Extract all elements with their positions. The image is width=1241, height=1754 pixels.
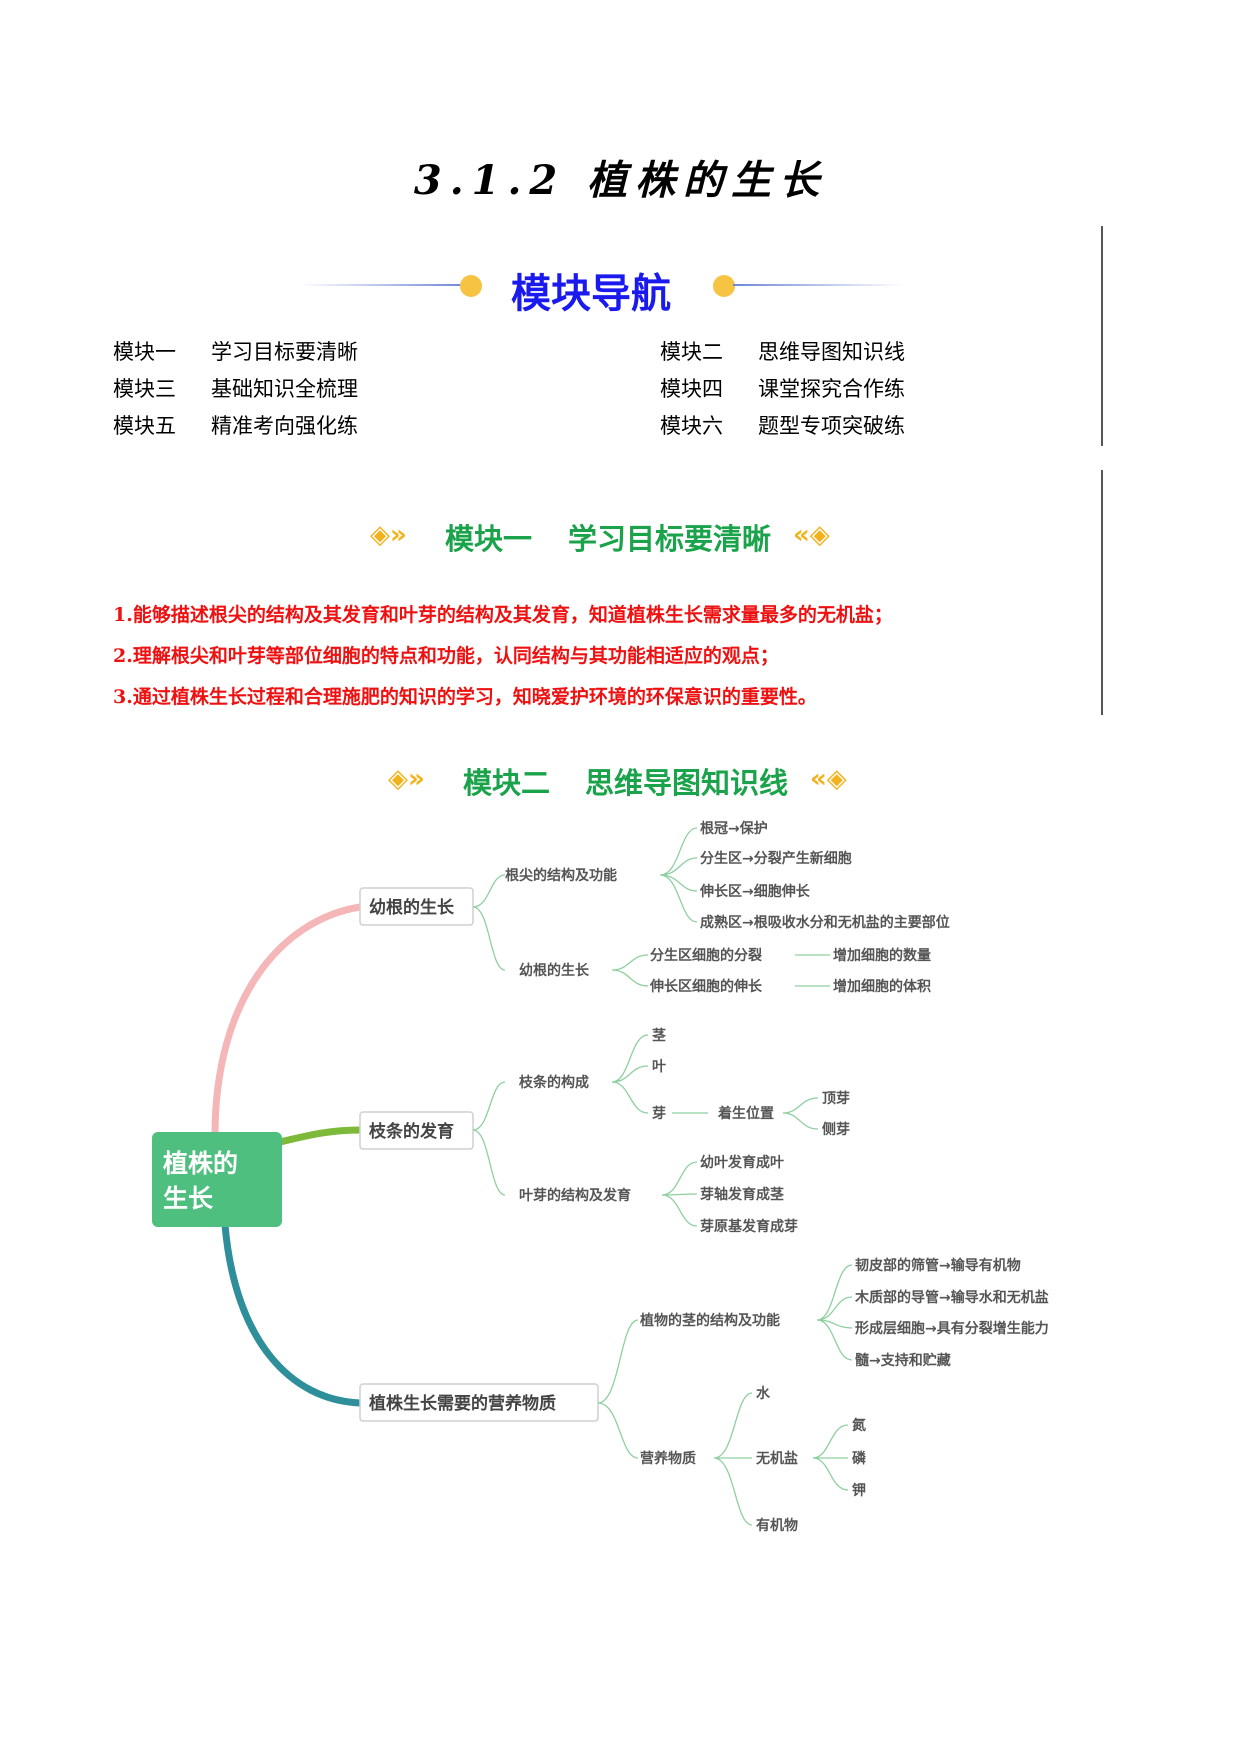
node-label: 根尖的结构及功能 [505, 867, 617, 884]
module2-number: 模块二 [463, 766, 551, 800]
node-label: 韧皮部的筛管→输导有机物 [855, 1257, 1021, 1274]
node-label: 茎 [652, 1027, 666, 1044]
module-navigation-header: 模块导航 [0, 255, 1241, 317]
node-label: 形成层细胞→具有分裂增生能力 [855, 1320, 1049, 1337]
node-label: 植物的茎的结构及功能 [639, 1312, 780, 1329]
node-label: 芽 [652, 1105, 666, 1122]
divider-line [300, 284, 465, 286]
nav-item-number: 模块四 [660, 377, 723, 401]
node-label: 芽轴发育成茎 [700, 1186, 784, 1203]
branch-connector [221, 1221, 364, 1407]
branch-connector [211, 903, 364, 1139]
node-label: 着生位置 [717, 1105, 774, 1122]
node-label: 根冠→保护 [700, 820, 768, 837]
module1-number: 模块一 [445, 522, 533, 556]
node-label: 无机盐 [755, 1450, 798, 1467]
root-node-label: 生长 [163, 1184, 214, 1213]
branch-connector [276, 1126, 364, 1146]
diamond-arrow-icon: «◈ [793, 520, 830, 550]
goal-item: 1.能够描述根尖的结构及其发育和叶芽的结构及其发育，知道植株生长需求量最多的无机… [113, 604, 893, 626]
nav-item-label: 思维导图知识线 [758, 340, 905, 364]
nav-item-module5[interactable]: 模块五 精准考向强化练 [113, 410, 358, 440]
diamond-arrow-icon: ◈» [388, 764, 425, 794]
node-label: 木质部的导管→输导水和无机盐 [854, 1289, 1049, 1306]
nav-item-label: 精准考向强化练 [211, 414, 358, 438]
nav-item-number: 模块五 [113, 414, 176, 438]
module1-header: ◈» 模块一 学习目标要清晰 «◈ [0, 514, 1241, 558]
nav-item-number: 模块六 [660, 414, 723, 438]
nav-item-number: 模块一 [113, 340, 176, 364]
node-label: 钾 [852, 1482, 866, 1499]
node-label: 侧芽 [822, 1121, 850, 1138]
goal-item: 2.理解根尖和叶芽等部位细胞的特点和功能，认同结构与其功能相适应的观点； [113, 645, 779, 667]
node-label: 氮 [851, 1417, 866, 1434]
branch-label: 枝条的发育 [369, 1121, 454, 1142]
nav-item-number: 模块三 [113, 377, 176, 401]
node-label: 水 [756, 1385, 771, 1402]
node-label: 有机物 [756, 1517, 798, 1534]
node-label: 磷 [852, 1450, 867, 1467]
node-label: 顶芽 [822, 1090, 850, 1107]
node-label: 增加细胞的体积 [833, 978, 931, 995]
navigation-heading: 模块导航 [511, 271, 671, 317]
node-label: 伸长区细胞的伸长 [649, 978, 763, 995]
nav-item-module1[interactable]: 模块一 学习目标要清晰 [113, 336, 358, 366]
margin-bar [1101, 226, 1103, 446]
branch-label: 植株生长需要的营养物质 [369, 1393, 556, 1414]
document-title: 3.1.2 植株的生长 [413, 157, 828, 204]
nav-item-label: 基础知识全梳理 [211, 377, 358, 401]
node-label: 髓→支持和贮藏 [855, 1352, 951, 1369]
node-label: 枝条的构成 [518, 1074, 589, 1091]
node-label: 营养物质 [640, 1450, 696, 1467]
node-label: 分生区→分裂产生新细胞 [700, 850, 852, 867]
dot-icon [713, 275, 735, 297]
diamond-arrow-icon: ◈» [370, 520, 407, 550]
nav-item-label: 学习目标要清晰 [211, 340, 358, 364]
goal-item: 3.通过植株生长过程和合理施肥的知识的学习，知晓爱护环境的环保意识的重要性。 [113, 686, 817, 708]
module2-header: ◈» 模块二 思维导图知识线 «◈ [0, 758, 1241, 802]
nav-item-module4[interactable]: 模块四 课堂探究合作练 [660, 373, 905, 403]
node-label: 叶 [652, 1059, 666, 1075]
divider-line [733, 284, 903, 286]
margin-bar [1101, 470, 1103, 715]
connector-lines [472, 827, 853, 1526]
node-label: 增加细胞的数量 [833, 947, 931, 964]
module2-label: 思维导图知识线 [585, 766, 789, 800]
nav-item-label: 课堂探究合作练 [758, 377, 905, 401]
root-node-label: 植株的 [163, 1149, 238, 1178]
mind-map: 植株的 生长 幼根的生长 枝条的发育 植株生长需要的营养物质 根尖的结构及功能 … [152, 820, 1049, 1534]
node-label: 伸长区→细胞伸长 [699, 883, 811, 900]
node-label: 幼叶发育成叶 [700, 1154, 784, 1171]
branch-label: 幼根的生长 [369, 897, 455, 918]
nav-item-module2[interactable]: 模块二 思维导图知识线 [660, 336, 905, 366]
dot-icon [460, 275, 482, 297]
module1-label: 学习目标要清晰 [568, 522, 772, 556]
node-label: 成熟区→根吸收水分和无机盐的主要部位 [700, 914, 950, 931]
node-label: 叶芽的结构及发育 [519, 1187, 631, 1204]
diamond-arrow-icon: «◈ [810, 764, 847, 794]
nav-item-module6[interactable]: 模块六 题型专项突破练 [660, 410, 905, 440]
node-label: 芽原基发育成芽 [700, 1218, 798, 1235]
nav-item-label: 题型专项突破练 [758, 414, 905, 438]
nav-item-number: 模块二 [660, 340, 723, 364]
root-node [152, 1132, 282, 1227]
node-label: 分生区细胞的分裂 [650, 947, 762, 964]
nav-item-module3[interactable]: 模块三 基础知识全梳理 [113, 373, 358, 403]
node-label: 幼根的生长 [519, 962, 590, 979]
